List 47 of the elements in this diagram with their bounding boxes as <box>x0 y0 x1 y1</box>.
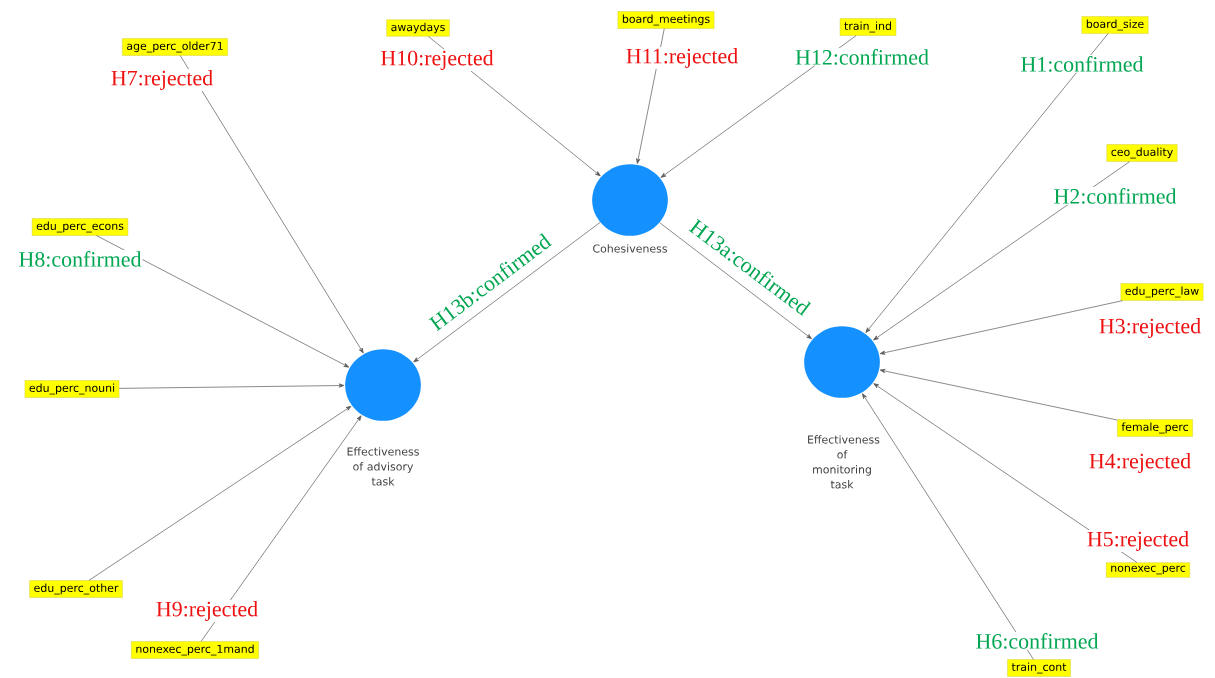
indicator-box: edu_perc_econs <box>31 218 129 236</box>
edge-label: H1:confirmed <box>1019 55 1145 73</box>
edge-label: H4:rejected <box>1087 452 1193 474</box>
indicator-box: edu_perc_law <box>1120 283 1204 301</box>
arrow <box>413 222 601 363</box>
arrow <box>660 35 857 178</box>
node-label: Cohesiveness <box>593 244 668 253</box>
edge-label: H11:rejected <box>624 47 740 69</box>
edge-label: H5:rejected <box>1085 530 1191 552</box>
edge-label: H2:confirmed <box>1052 187 1178 205</box>
indicator-box: age_perc_older71 <box>122 38 228 56</box>
node-label: Effectiveness of monitoring task <box>808 435 880 489</box>
indicator-box: female_perc <box>1117 419 1193 437</box>
indicator-box: nonexec_perc <box>1106 562 1190 578</box>
edge-label: H7:rejected <box>109 69 215 91</box>
edge-label: H10:rejected <box>379 49 495 71</box>
arrow <box>636 28 665 164</box>
latent-variable: Effectiveness of monitoring task <box>804 326 880 489</box>
arrow <box>118 383 345 389</box>
edge-label: H9:rejected <box>154 600 260 622</box>
indicator-box: edu_perc_other <box>29 580 123 598</box>
arrow <box>659 222 812 340</box>
indicator-box: board_size <box>1081 16 1149 34</box>
arrow <box>873 383 1138 563</box>
node-label: Effectiveness of advisory task <box>347 447 419 486</box>
indicator-box: edu_perc_nouni <box>24 380 120 398</box>
edge-label: H6:confirmed <box>974 632 1100 650</box>
arrow <box>179 55 364 354</box>
arrow <box>873 161 1130 341</box>
latent-variable: Effectiveness of advisory task <box>345 349 421 486</box>
arrow <box>96 235 350 368</box>
edge-label: H3:rejected <box>1097 317 1203 339</box>
arrow <box>862 393 1034 660</box>
indicator-box: ceo_duality <box>1106 144 1178 162</box>
edge-label: H12:confirmed <box>794 48 930 66</box>
indicator-box: awaydays <box>386 19 450 37</box>
arrow <box>879 369 1118 421</box>
arrow <box>88 405 352 581</box>
indicator-box: nonexec_perc_1mand <box>131 641 259 659</box>
indicator-box: train_ind <box>839 18 897 36</box>
arrow <box>200 415 362 642</box>
arrow <box>879 300 1123 355</box>
arrow <box>865 33 1109 333</box>
indicator-box: train_cont <box>1007 659 1071 677</box>
latent-variable: Cohesiveness <box>592 164 668 253</box>
indicator-box: board_meetings <box>617 11 715 29</box>
edge-label: H8:confirmed <box>17 250 143 268</box>
